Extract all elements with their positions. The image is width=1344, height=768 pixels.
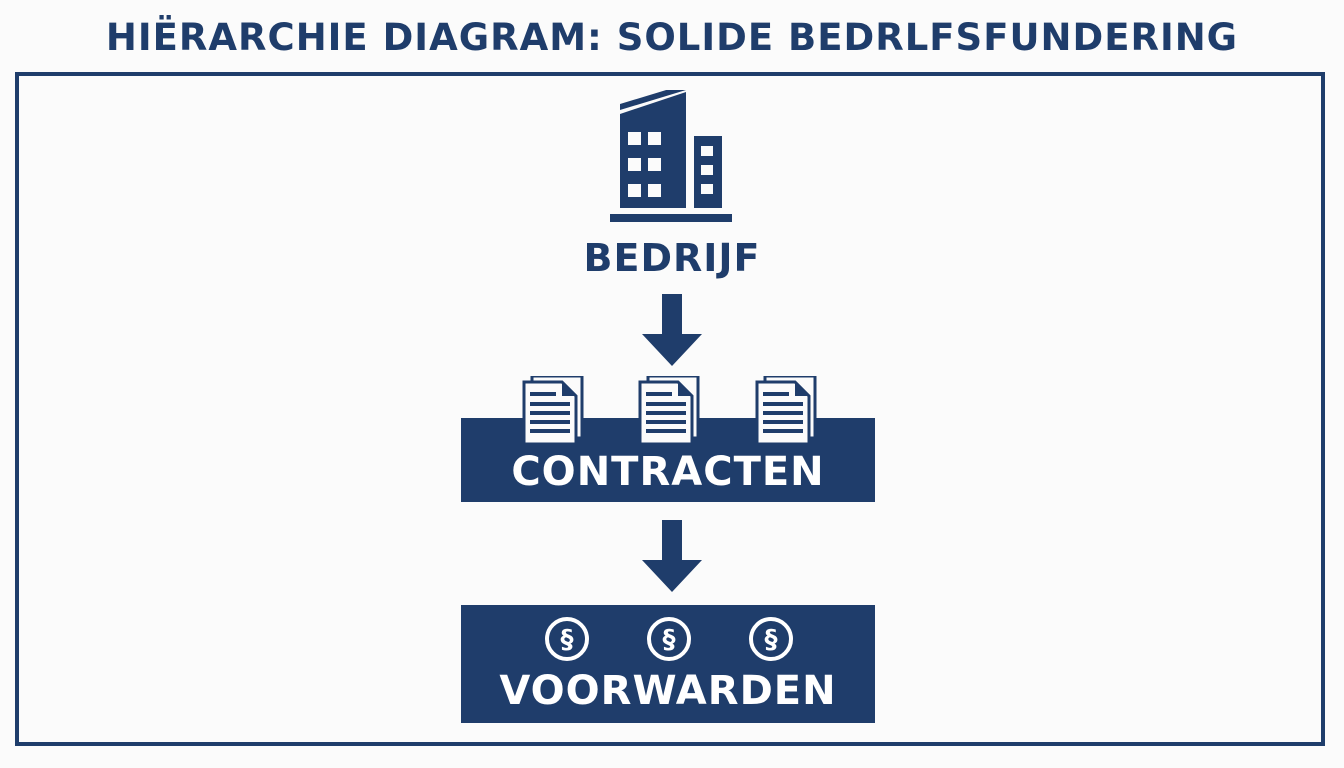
document-icon: [522, 376, 584, 446]
diagram-title: HIËRARCHIE DIAGRAM: SOLIDE BEDRLFSFUNDER…: [105, 16, 1239, 59]
paragraph-icon: §: [749, 617, 793, 661]
svg-text:§: §: [663, 625, 676, 655]
document-icon: [638, 376, 700, 446]
svg-text:§: §: [561, 625, 574, 655]
svg-text:§: §: [765, 625, 778, 655]
paragraph-icon: §: [647, 617, 691, 661]
document-icon: [755, 376, 817, 446]
building-icon: [610, 90, 732, 222]
arrow-down-icon: [642, 520, 702, 592]
node-label-company: BEDRIJF: [583, 236, 761, 280]
arrow-down-icon: [642, 294, 702, 366]
node-label-contracts: CONTRACTEN: [511, 449, 825, 495]
paragraph-icon: §: [545, 617, 589, 661]
node-label-conditions: VOORWARDEN: [499, 668, 837, 714]
node-conditions: VOORWARDEN: [461, 605, 875, 723]
